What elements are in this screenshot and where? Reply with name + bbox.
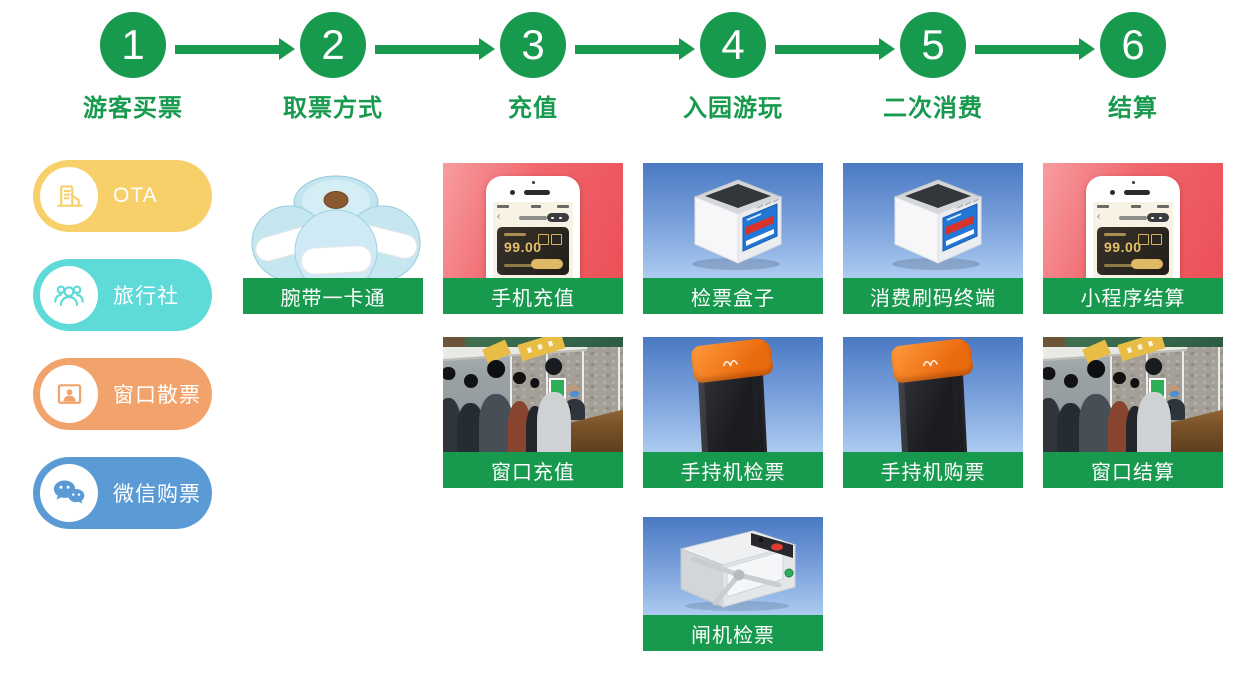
step-label-5: 二次消费 <box>883 95 983 122</box>
window-ticket-icon <box>40 365 98 423</box>
card-window-recharge: 窗口充值 <box>443 337 623 488</box>
arrow-right-icon <box>375 37 495 61</box>
card-caption: 手持机检票 <box>643 452 823 488</box>
scanner-box-image <box>843 163 1023 278</box>
phone-app-image: ‹ 99.00 <box>443 163 623 278</box>
step-label-3: 充值 <box>508 95 558 122</box>
channel-label: 旅行社 <box>113 285 179 308</box>
balance-amount: 99.00 <box>504 239 542 255</box>
card-caption: 闸机检票 <box>643 615 823 651</box>
smartphone: ‹ 99.00 <box>486 176 580 278</box>
handheld-pos-image <box>843 337 1023 452</box>
step-circle-6: 6 <box>1100 12 1166 78</box>
card-gate-check: 闸机检票 <box>643 517 823 651</box>
card-ticket-box: 检票盒子 <box>643 163 823 314</box>
channel-label: 微信购票 <box>113 483 201 506</box>
channel-label: OTA <box>113 184 158 207</box>
counter-photo-image <box>1043 337 1223 452</box>
arrow-right-icon <box>975 37 1095 61</box>
arrow-right-icon <box>175 37 295 61</box>
card-caption: 窗口充值 <box>443 452 623 488</box>
step-label-2: 取票方式 <box>283 95 383 122</box>
card-caption: 手机充值 <box>443 278 623 314</box>
step-label-4: 入园游玩 <box>683 95 783 122</box>
step-circle-4: 4 <box>700 12 766 78</box>
building-icon <box>40 167 98 225</box>
card-handheld-purchase: 手持机购票 <box>843 337 1023 488</box>
step-circle-1: 1 <box>100 12 166 78</box>
step-label-1: 游客买票 <box>83 95 183 122</box>
scanner-box-image <box>643 163 823 278</box>
people-group-icon <box>40 266 98 324</box>
smartphone: ‹ 99.00 <box>1086 176 1180 278</box>
card-handheld-check: 手持机检票 <box>643 337 823 488</box>
step-label-6: 结算 <box>1108 95 1158 122</box>
wristband-rolls-image <box>243 163 423 278</box>
step-circle-3: 3 <box>500 12 566 78</box>
card-caption: 消费刷码终端 <box>843 278 1023 314</box>
card-caption: 腕带一卡通 <box>243 278 423 314</box>
arrow-right-icon <box>575 37 695 61</box>
card-wristband: 腕带一卡通 <box>243 163 423 314</box>
step-circle-2: 2 <box>300 12 366 78</box>
wechat-icon <box>40 464 98 522</box>
card-caption: 小程序结算 <box>1043 278 1223 314</box>
channel-pill-travel-agency: 旅行社 <box>33 259 212 331</box>
card-caption: 检票盒子 <box>643 278 823 314</box>
channel-pill-wechat: 微信购票 <box>33 457 212 529</box>
arrow-right-icon <box>775 37 895 61</box>
channel-label: 窗口散票 <box>113 384 201 407</box>
turnstile-gate-image <box>643 517 823 615</box>
card-consume-terminal: 消费刷码终端 <box>843 163 1023 314</box>
handheld-pos-image <box>643 337 823 452</box>
card-caption: 手持机购票 <box>843 452 1023 488</box>
balance-amount: 99.00 <box>1104 239 1142 255</box>
card-phone-recharge: ‹ 99.00 手机充值 <box>443 163 623 314</box>
phone-app-image: ‹ 99.00 <box>1043 163 1223 278</box>
step-circle-5: 5 <box>900 12 966 78</box>
channel-pill-window-ticket: 窗口散票 <box>33 358 212 430</box>
card-miniprogram-settle: ‹ 99.00 小程序结算 <box>1043 163 1223 314</box>
counter-photo-image <box>443 337 623 452</box>
card-caption: 窗口结算 <box>1043 452 1223 488</box>
channel-pill-ota: OTA <box>33 160 212 232</box>
card-window-settle: 窗口结算 <box>1043 337 1223 488</box>
